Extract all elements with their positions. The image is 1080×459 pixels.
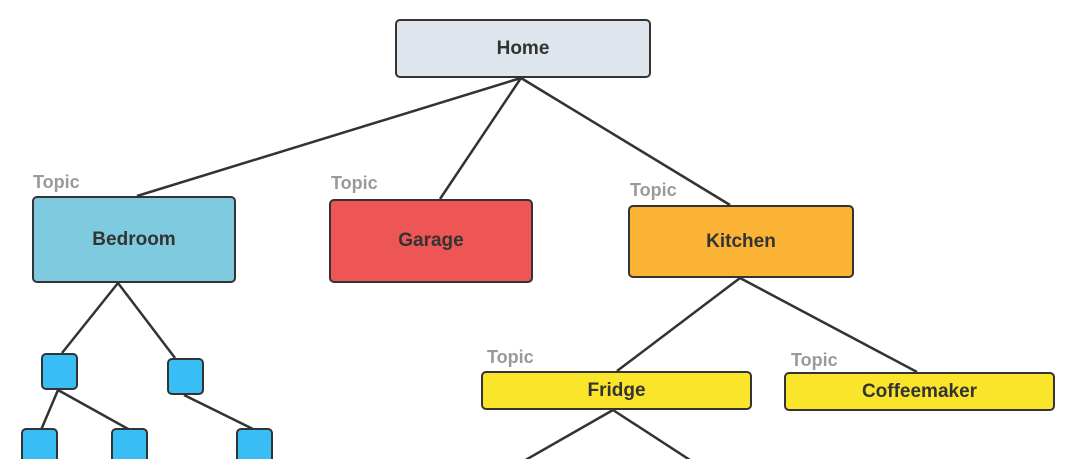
node-leaf-4[interactable] (111, 428, 148, 459)
node-bedroom[interactable]: Bedroom (32, 196, 236, 283)
node-bedroom-label: Bedroom (92, 228, 176, 250)
connector-kitchen-coffeemaker (739, 276, 918, 374)
tag-fridge: Topic (487, 347, 534, 367)
node-leaf-1[interactable] (41, 353, 78, 390)
node-leaf-2[interactable] (167, 358, 204, 395)
node-leaf-3[interactable] (21, 428, 58, 459)
node-home-label: Home (496, 37, 550, 59)
node-coffeemaker-label: Coffeemaker (861, 380, 978, 402)
tag-coffeemaker: Topic (791, 350, 838, 370)
node-fridge-label: Fridge (587, 379, 646, 401)
node-coffeemaker[interactable]: Coffeemaker (784, 372, 1055, 411)
tag-bedroom: Topic (33, 172, 80, 192)
connector-leaf-1-leaf-4 (57, 388, 131, 432)
connector-home-bedroom (136, 76, 522, 198)
connector-bedroom-leaf-2 (117, 282, 176, 359)
tag-kitchen: Topic (630, 180, 677, 200)
node-garage[interactable]: Garage (329, 199, 533, 283)
node-garage-label: Garage (398, 230, 464, 251)
connector-home-kitchen (520, 76, 731, 207)
connector-bedroom-leaf-1 (61, 282, 119, 354)
tag-garage: Topic (331, 173, 378, 193)
connector-leaf-1-leaf-3 (39, 389, 60, 431)
node-fridge[interactable]: Fridge (481, 371, 752, 410)
node-kitchen[interactable]: Kitchen (628, 205, 854, 278)
node-leaf-5[interactable] (236, 428, 273, 459)
connector-home-garage (438, 77, 523, 200)
connector-leaf-2-leaf-5 (183, 393, 256, 432)
node-home[interactable]: Home (395, 19, 651, 78)
connector-kitchen-fridge (616, 277, 741, 372)
connector-fridge-child-2 (612, 408, 691, 459)
node-kitchen-label: Kitchen (706, 230, 776, 252)
connector-fridge-child-1 (524, 408, 614, 459)
